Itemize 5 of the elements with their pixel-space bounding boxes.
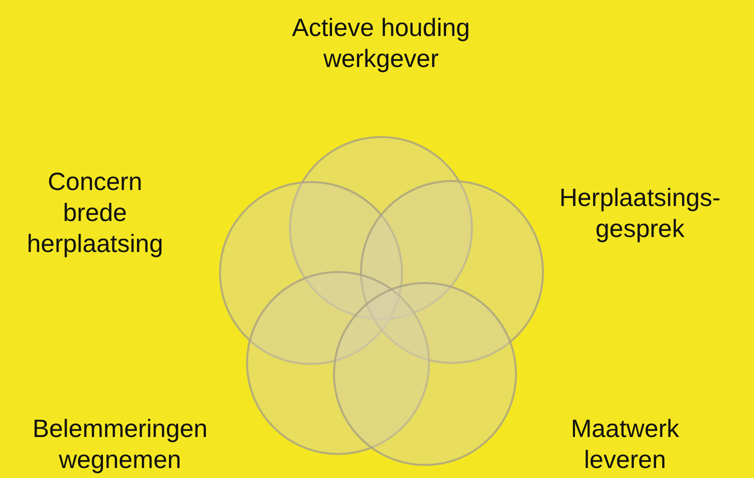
- circle-caption: Belemmeringen wegnemen: [31, 414, 209, 476]
- circle-caption: Concern brede herplaatsing: [26, 167, 164, 260]
- circle-caption: Maatwerk leveren: [570, 414, 680, 476]
- circle-caption: Herplaatsings- gesprek: [558, 183, 722, 245]
- circle-caption: Actieve houding werkgever: [291, 13, 471, 75]
